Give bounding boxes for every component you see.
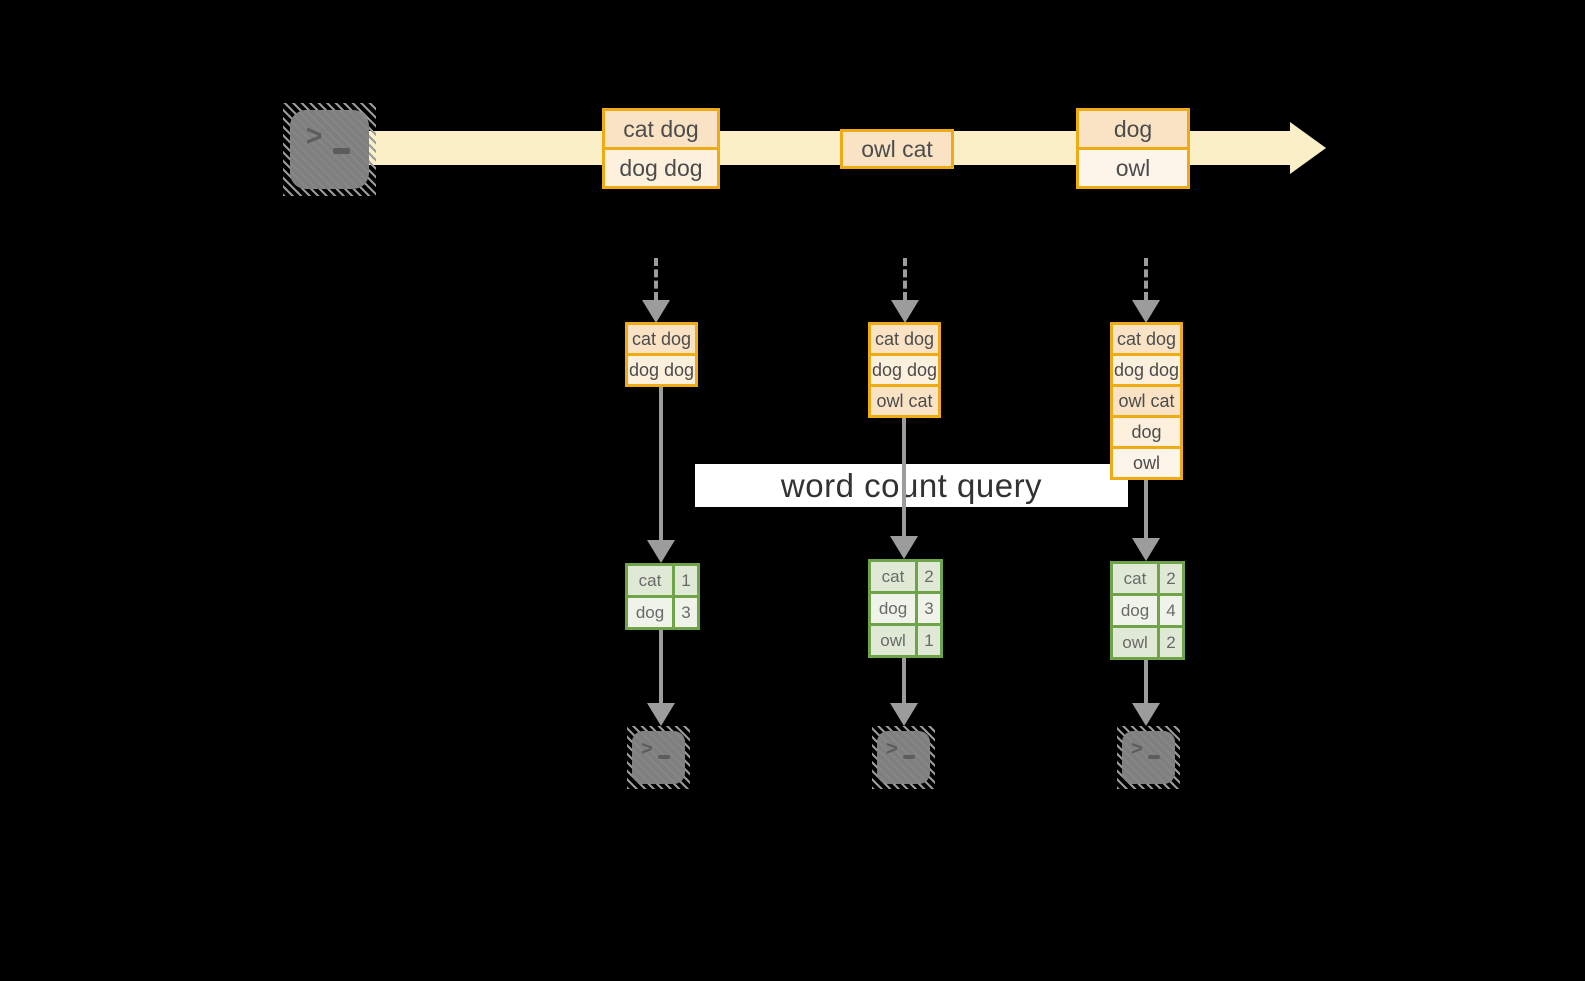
buffer-cell: owl	[1113, 446, 1180, 477]
word-cell: owl	[1113, 628, 1157, 657]
buffer-stack-3: cat dog dog dog owl cat dog owl	[1110, 322, 1183, 480]
arrow-head-icon	[890, 703, 918, 726]
word-cell: dog	[871, 594, 915, 623]
buffer-cell: owl cat	[871, 384, 938, 415]
stream-arrowhead-icon	[1290, 122, 1326, 174]
terminal-screen: >	[877, 731, 930, 784]
count-row: cat 2	[871, 562, 940, 591]
count-row: dog 3	[871, 591, 940, 623]
arrow-line	[1144, 660, 1148, 703]
count-cell: 2	[1157, 564, 1182, 593]
count-row: dog 4	[1113, 593, 1182, 625]
terminal-screen: >	[290, 110, 369, 189]
buffer-cell: cat dog	[1113, 325, 1180, 353]
arrow-head-icon	[1132, 703, 1160, 726]
dashed-arrow-line	[1144, 258, 1148, 300]
stream-message-box-1: cat dog dog dog	[602, 108, 720, 189]
terminal-screen: >	[1122, 731, 1175, 784]
stream-message-cell: cat dog	[605, 111, 717, 147]
buffer-cell: dog	[1113, 415, 1180, 446]
arrow-line	[1144, 478, 1148, 539]
count-cell: 4	[1157, 596, 1182, 625]
stream-message-cell: owl	[1079, 147, 1187, 186]
arrow-line	[659, 387, 663, 542]
word-cell: cat	[1113, 564, 1157, 593]
count-table-1: cat 1 dog 3	[625, 563, 700, 630]
prompt-underscore-icon	[903, 755, 915, 759]
buffer-cell: dog dog	[871, 353, 938, 384]
prompt-chevron-icon: >	[641, 738, 653, 760]
buffer-stack-2: cat dog dog dog owl cat	[868, 322, 941, 418]
terminal-screen: >	[632, 731, 685, 784]
arrow-line	[659, 630, 663, 703]
arrow-line	[902, 418, 906, 537]
prompt-chevron-icon: >	[306, 119, 323, 152]
count-cell: 1	[915, 626, 940, 655]
count-row: owl 1	[871, 623, 940, 655]
count-row: cat 1	[628, 566, 697, 595]
count-table-2: cat 2 dog 3 owl 1	[868, 559, 943, 658]
prompt-chevron-icon: >	[1131, 738, 1143, 760]
query-banner: word count query	[695, 464, 1128, 507]
word-cell: dog	[1113, 596, 1157, 625]
stream-message-cell: dog	[1079, 111, 1187, 147]
prompt-underscore-icon	[333, 148, 350, 154]
sink-terminal-icon: >	[627, 726, 690, 789]
prompt-chevron-icon: >	[886, 738, 898, 760]
dashed-arrow-line	[654, 258, 658, 300]
arrow-head-icon	[1132, 538, 1160, 561]
word-cell: owl	[871, 626, 915, 655]
arrow-head-icon	[890, 536, 918, 559]
arrow-head-icon	[647, 540, 675, 563]
word-cell: cat	[628, 566, 672, 595]
dashed-arrow-head-icon	[891, 300, 919, 323]
buffer-cell: dog dog	[1113, 353, 1180, 384]
word-cell: dog	[628, 598, 672, 627]
count-cell: 2	[1157, 628, 1182, 657]
count-table-3: cat 2 dog 4 owl 2	[1110, 561, 1185, 660]
count-cell: 3	[672, 598, 697, 627]
query-banner-label: word count query	[780, 466, 1043, 504]
stream-message-box-2: owl cat	[840, 129, 954, 169]
buffer-cell: dog dog	[628, 353, 695, 384]
count-row: dog 3	[628, 595, 697, 627]
source-terminal-icon: >	[283, 103, 376, 196]
count-cell: 2	[915, 562, 940, 591]
count-row: cat 2	[1113, 564, 1182, 593]
sink-terminal-icon: >	[872, 726, 935, 789]
stream-message-cell: dog dog	[605, 147, 717, 186]
arrow-line	[902, 658, 906, 703]
prompt-underscore-icon	[658, 755, 670, 759]
stream-message-cell: owl cat	[843, 132, 951, 166]
stream-message-box-3: dog owl	[1076, 108, 1190, 189]
count-cell: 3	[915, 594, 940, 623]
count-cell: 1	[672, 566, 697, 595]
dashed-arrow-head-icon	[1132, 300, 1160, 323]
sink-terminal-icon: >	[1117, 726, 1180, 789]
prompt-underscore-icon	[1148, 755, 1160, 759]
buffer-cell: cat dog	[628, 325, 695, 353]
word-cell: cat	[871, 562, 915, 591]
dashed-arrow-line	[903, 258, 907, 300]
dashed-arrow-head-icon	[642, 300, 670, 323]
buffer-cell: cat dog	[871, 325, 938, 353]
buffer-cell: owl cat	[1113, 384, 1180, 415]
count-row: owl 2	[1113, 625, 1182, 657]
arrow-head-icon	[647, 703, 675, 726]
buffer-stack-1: cat dog dog dog	[625, 322, 698, 387]
